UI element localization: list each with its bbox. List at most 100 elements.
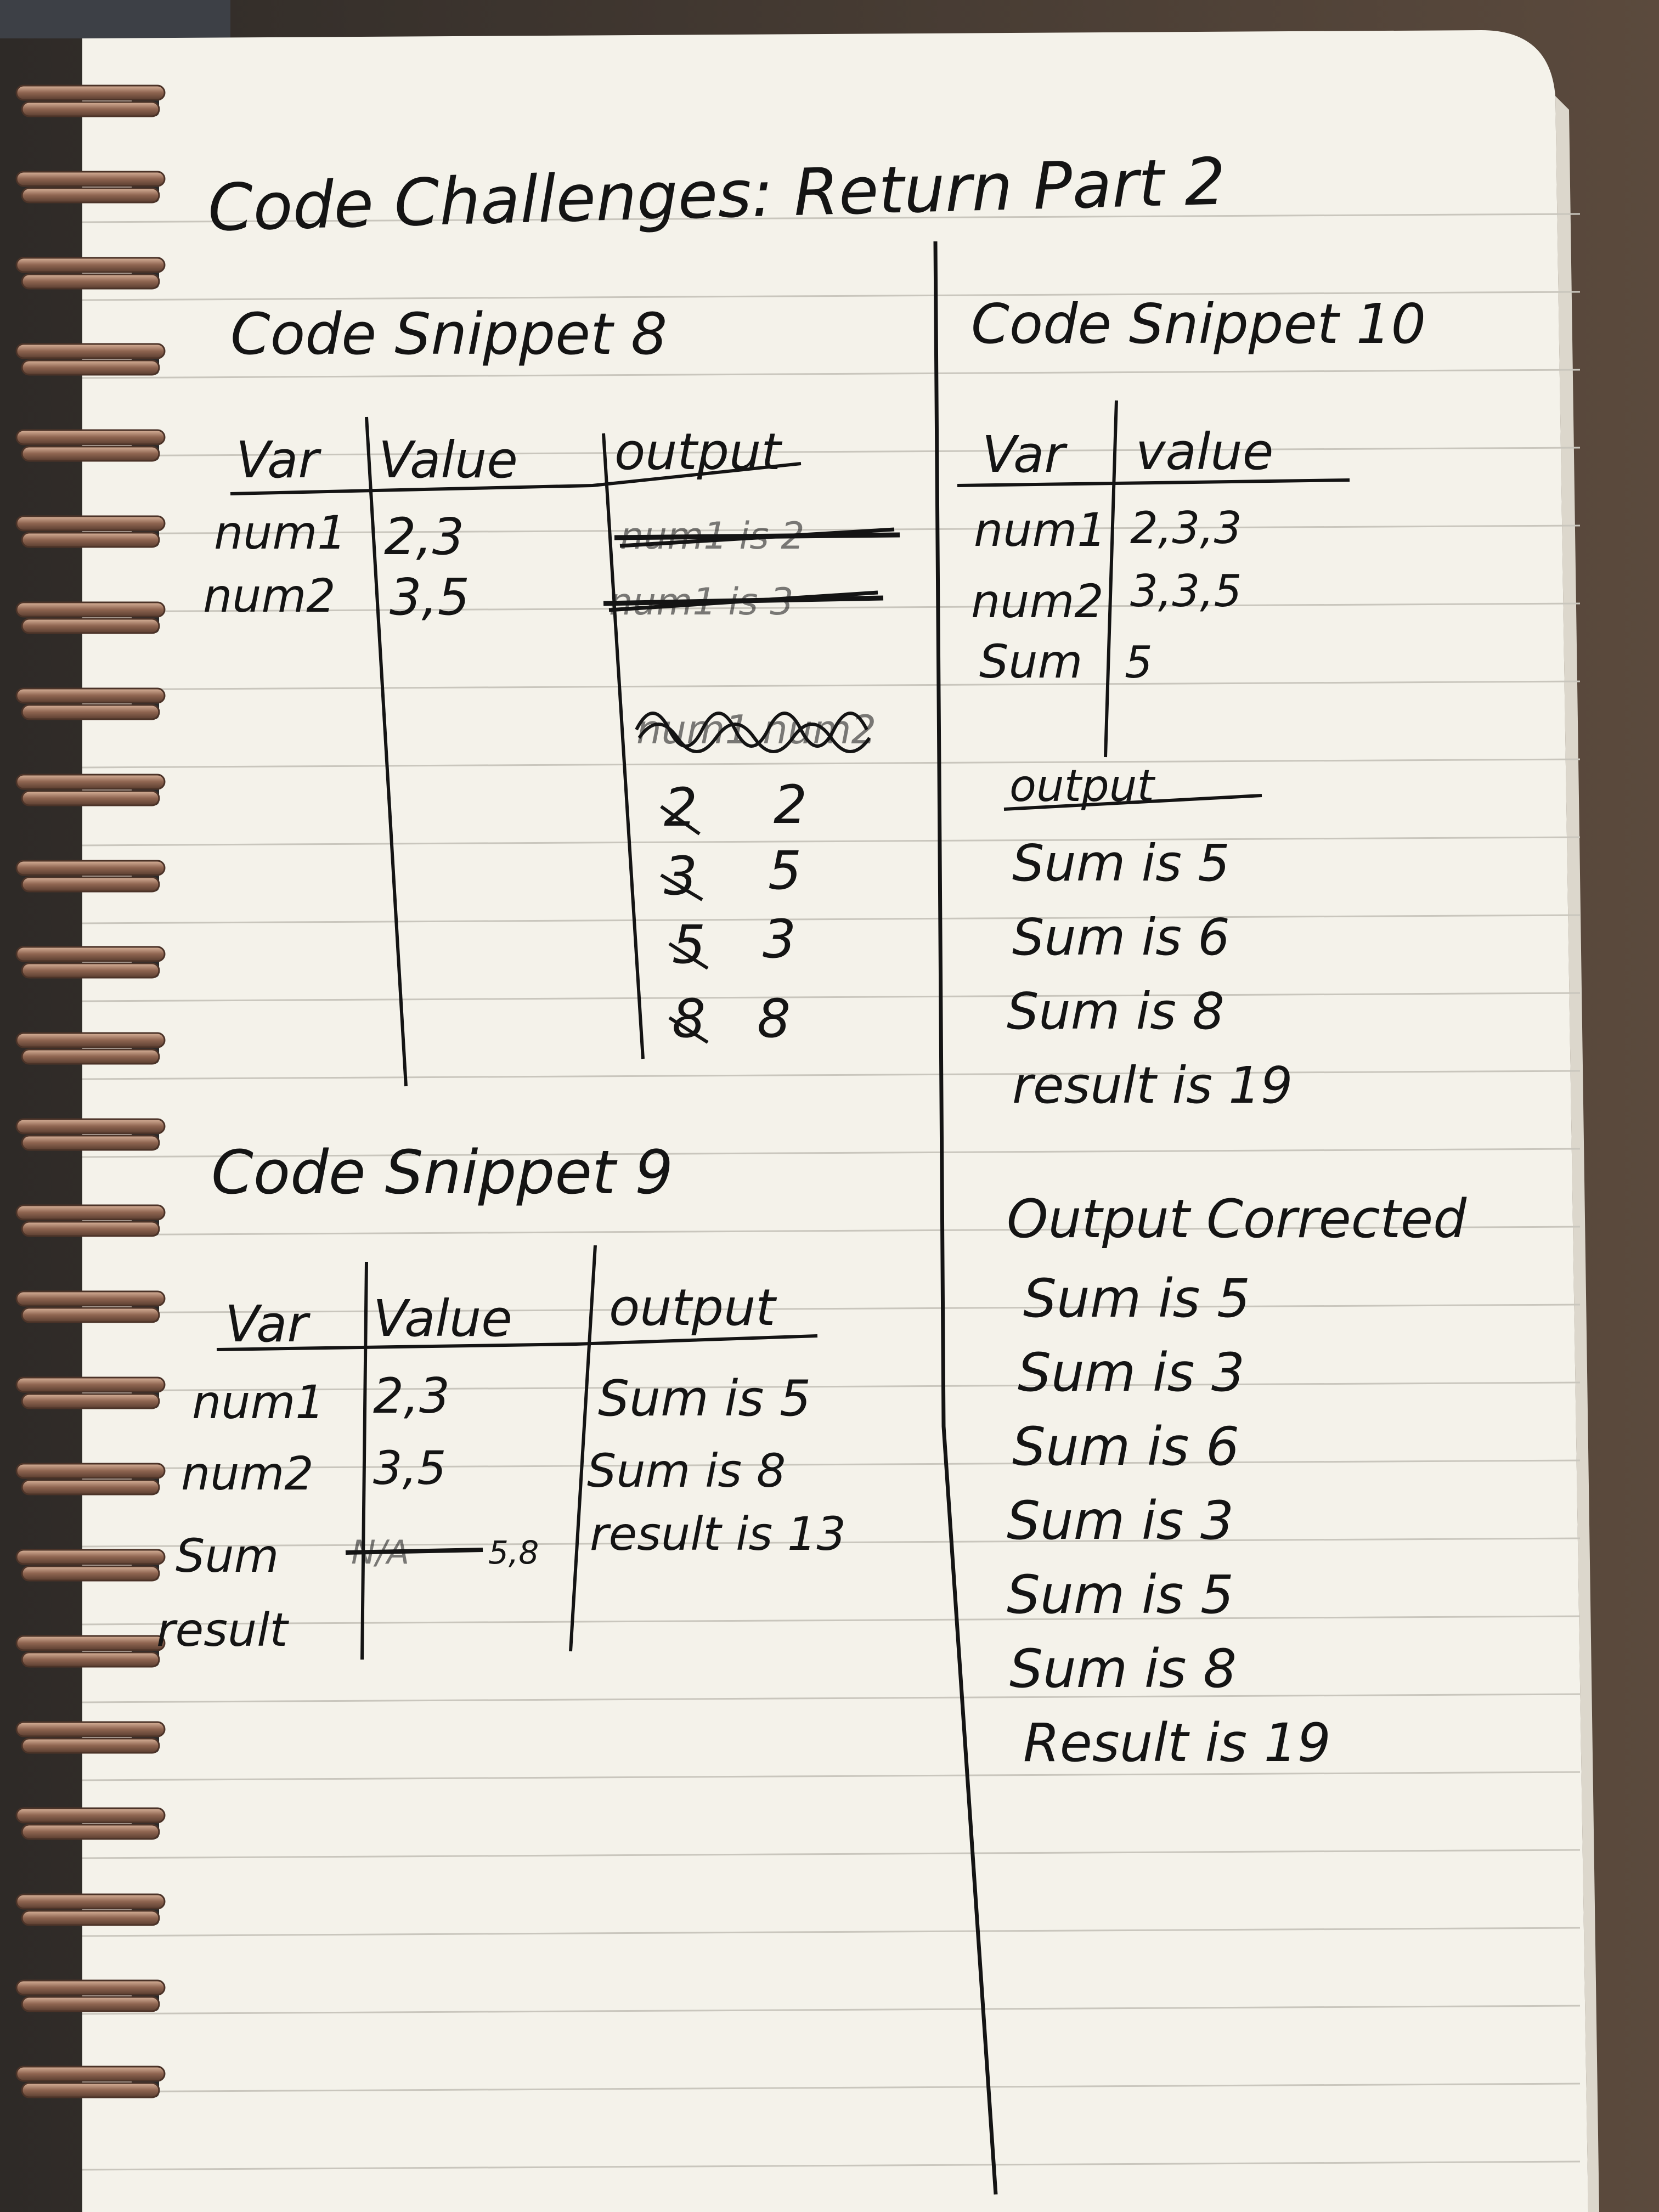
- spiral-ring: [15, 1721, 166, 1754]
- snippet10-heading: Code Snippet 10: [971, 292, 1426, 356]
- snippet9-var-divider: [360, 1261, 368, 1660]
- snippet9-row-output: Sum is 8: [587, 1444, 786, 1498]
- snippet8-heading: Code Snippet 8: [230, 301, 667, 368]
- snippet10-row-value: 2,3,3: [1130, 503, 1242, 554]
- spiral-ring: [15, 1118, 166, 1151]
- snippet9-header-var: Var: [225, 1295, 311, 1353]
- ruled-line: [82, 1070, 1581, 1080]
- spiral-ring: [15, 1807, 166, 1840]
- snippet8-header-output: output: [614, 422, 782, 481]
- snippet8-output-divider: [602, 433, 645, 1059]
- snippet9-row-var: num1: [192, 1375, 325, 1429]
- spiral-ring: [15, 84, 166, 117]
- snippet8-pairs: 2 2 3 5 5 3 8 8: [660, 774, 807, 1049]
- ruled-line: [82, 291, 1581, 301]
- ruled-line: [82, 1537, 1581, 1548]
- ruled-line: [82, 2083, 1581, 2093]
- snippet8-row-var: num2: [203, 569, 336, 623]
- ruled-line: [82, 524, 1581, 535]
- strike-line: [608, 590, 878, 612]
- output-line: Sum is 3: [1018, 1342, 1245, 1403]
- spiral-binding: [15, 84, 166, 2098]
- ruled-line: [82, 2160, 1581, 2171]
- snippet9-row-output: Sum is 5: [598, 1370, 811, 1427]
- snippet9-output-divider: [569, 1245, 597, 1652]
- ruled-line: [82, 447, 1581, 457]
- strike-line: [668, 942, 709, 970]
- strike-line: [345, 1548, 483, 1555]
- spiral-ring: [15, 774, 166, 806]
- snippet10-row-var: num1: [974, 503, 1107, 557]
- snippet8-header-value: Value: [379, 431, 518, 489]
- spiral-ring: [15, 1893, 166, 1926]
- output-line: Sum is 6: [1012, 1416, 1239, 1477]
- snippet9-row-value: 2,3: [373, 1368, 450, 1424]
- snippet9-heading: Code Snippet 9: [211, 1137, 673, 1207]
- strike-line: [660, 873, 703, 901]
- output-line: Sum is 5: [1007, 1564, 1234, 1626]
- output-line: result is 19: [1012, 1056, 1293, 1115]
- ruled-line: [82, 213, 1581, 223]
- output-line: Sum is 8: [1007, 982, 1224, 1041]
- ruled-line: [82, 836, 1581, 847]
- spiral-ring: [15, 1549, 166, 1582]
- snippet10-header-value: value: [1136, 422, 1273, 481]
- strike-line: [668, 1016, 709, 1044]
- ruled-line: [82, 914, 1581, 924]
- ruled-line: [82, 680, 1581, 691]
- output-line: Sum is 5: [1023, 1268, 1250, 1329]
- pair-left: 8: [672, 988, 706, 1049]
- snippet10-corrected-list: Sum is 5 Sum is 3 Sum is 6 Sum is 3 Sum is 5…: [1007, 1268, 1331, 1774]
- spiral-ring: [15, 1290, 166, 1323]
- snippet9-row-var: num2: [181, 1447, 314, 1500]
- ruled-line: [82, 1381, 1581, 1392]
- ruled-line: [82, 1927, 1581, 1937]
- snippet8-row-var: num1: [214, 506, 347, 560]
- ruled-line: [82, 1693, 1581, 1703]
- snippet10-row-value: 5: [1125, 637, 1153, 688]
- spiral-ring: [15, 1463, 166, 1496]
- snippet8-header-underline: [230, 462, 802, 495]
- pair-right: 8: [757, 988, 791, 1049]
- snippet9-row-value: 5,8: [488, 1534, 539, 1571]
- snippet8-row-value: 2,3: [384, 507, 464, 566]
- ruled-line: [82, 1849, 1581, 1859]
- spiral-ring: [15, 687, 166, 720]
- spiral-ring: [15, 1376, 166, 1409]
- spiral-ring: [15, 257, 166, 290]
- snippet10-row-value: 3,3,5: [1130, 566, 1242, 617]
- snippet9-header-value: Value: [373, 1289, 512, 1348]
- ruled-line: [82, 369, 1581, 379]
- ruled-line: [82, 1226, 1581, 1236]
- spiral-ring: [15, 1635, 166, 1668]
- ruled-line: [82, 1771, 1581, 1781]
- output-line: Sum is 3: [1007, 1490, 1234, 1551]
- snippet8-row-value: 3,5: [390, 568, 470, 627]
- pair-left: 3: [664, 845, 697, 907]
- pair-right: 5: [768, 840, 802, 901]
- output-line: Sum is 6: [1012, 908, 1230, 967]
- snippet10-corrected-heading: Output Corrected: [1007, 1188, 1467, 1250]
- strike-line: [660, 805, 701, 836]
- snippet8-header-var: Var: [236, 431, 321, 489]
- ruled-lines: [82, 213, 1581, 2171]
- snippet10-var-divider: [1104, 400, 1118, 758]
- strike-line: [619, 527, 895, 548]
- spiral-ring: [15, 171, 166, 204]
- spiral-ring: [15, 946, 166, 979]
- snippet10-row-var: num2: [971, 574, 1104, 628]
- snippet10-section: Code Snippet 10 Var value num1 2,3,3 num…: [957, 292, 1467, 1774]
- column-divider: [933, 241, 998, 2195]
- spiral-ring: [15, 429, 166, 462]
- snippet10-output-underline: [1003, 794, 1262, 811]
- ruled-line: [82, 1148, 1581, 1158]
- ruled-line: [82, 1615, 1581, 1626]
- page-edge: [1555, 96, 1599, 2212]
- snippet8-section: Code Snippet 8 Var Value output num1 2,3…: [203, 301, 900, 1087]
- dark-card: [0, 0, 230, 38]
- snippet10-row-var: Sum: [979, 635, 1082, 689]
- snippet9-row-output: result is 13: [590, 1507, 846, 1561]
- spiral-ring: [15, 515, 166, 548]
- snippet9-header-output: output: [609, 1278, 777, 1337]
